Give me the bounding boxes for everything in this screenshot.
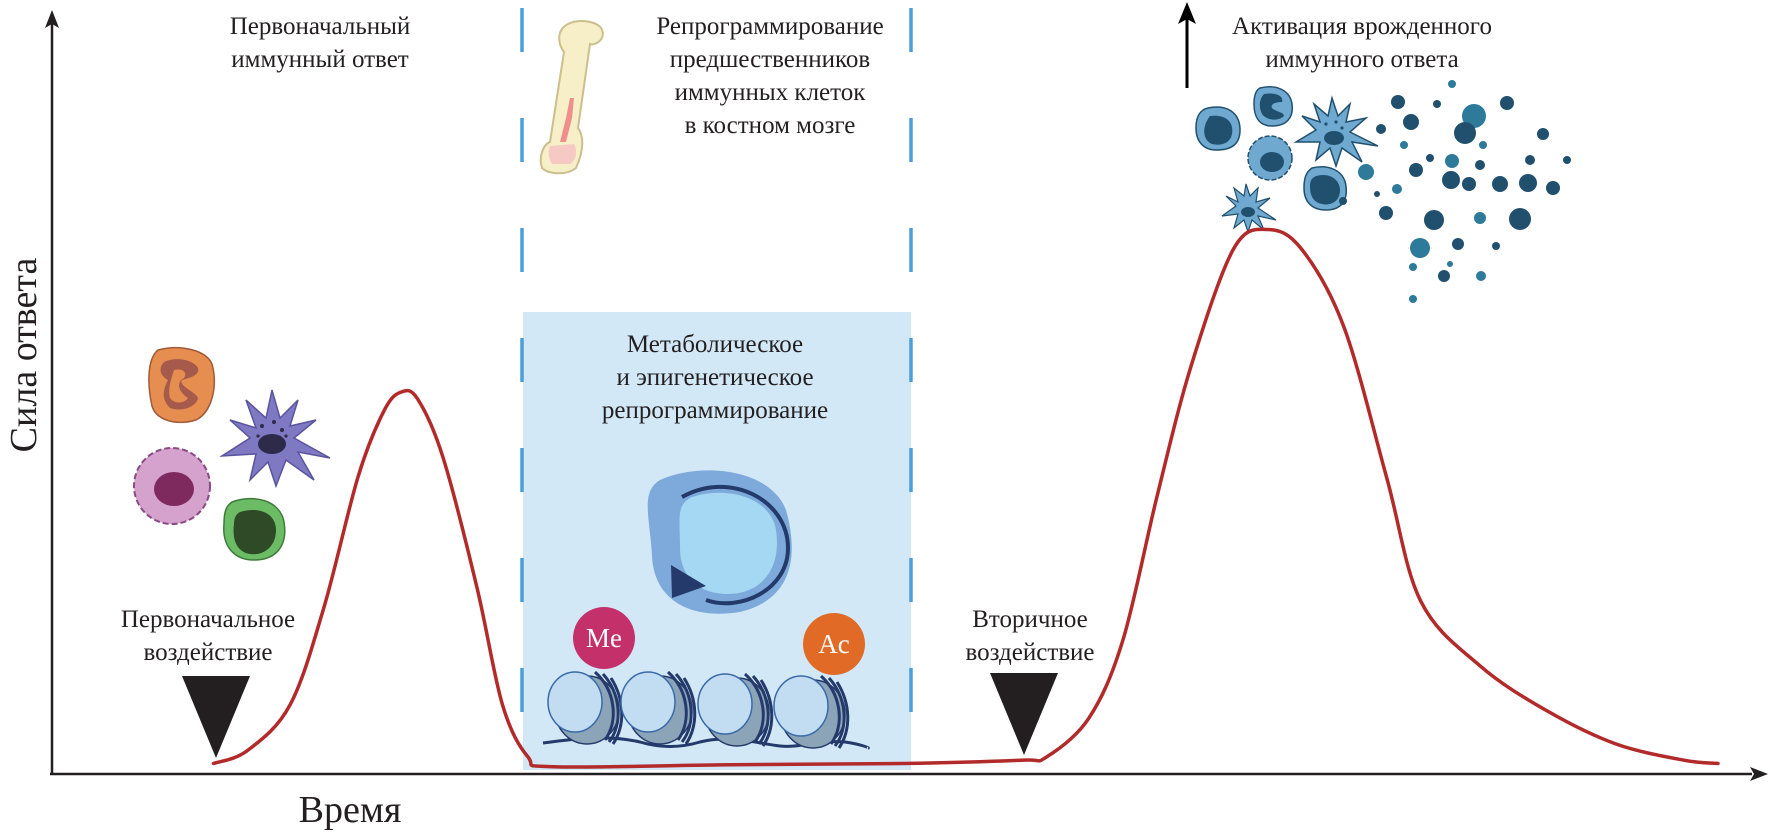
cytokine-dot <box>1525 155 1535 165</box>
acetylation-badge: Ac <box>803 613 865 675</box>
cytokine-dot <box>1519 174 1537 192</box>
cytokine-dot <box>1475 160 1485 170</box>
acetylation-label: Ac <box>818 629 849 659</box>
cytokine-dot <box>1374 191 1380 197</box>
cytokine-dot <box>1426 154 1434 162</box>
initial-immune-response-label: Первоначальный иммунный ответ <box>229 13 411 73</box>
initial-trigger-marker <box>182 676 250 758</box>
x-axis <box>50 767 1768 781</box>
y-axis-arrowhead <box>45 10 59 28</box>
activation-up-arrow <box>1178 2 1196 88</box>
cytokine-dot <box>1563 156 1571 164</box>
nucleosome <box>697 672 774 747</box>
cytokine-dot <box>1400 141 1408 149</box>
cytokine-cluster <box>1339 80 1571 303</box>
activated-lymphocyte-icon <box>1303 166 1348 211</box>
cytokine-dot <box>1339 197 1347 205</box>
metabolic-epigenetic-reprogramming-label: Метаболическое и эпигенетическое репрогр… <box>601 331 829 424</box>
cytokine-dot <box>1500 96 1514 110</box>
cytokine-dot <box>1438 270 1450 282</box>
initial-trigger-label: Первоначальное воздействие <box>120 606 296 666</box>
cytokine-dot <box>1492 176 1508 192</box>
nucleosome-chain-icon <box>542 670 870 750</box>
cytokine-dot <box>1409 163 1423 177</box>
cytokine-dot <box>1442 171 1460 189</box>
cytokine-dot <box>1448 80 1456 88</box>
cytokine-dot <box>1376 124 1386 134</box>
basophil-icon <box>133 447 211 525</box>
cytokine-dot <box>1433 100 1441 108</box>
cytokine-dot <box>1391 95 1405 109</box>
cytokine-dot <box>1358 164 1374 180</box>
cytokine-dot <box>1492 242 1500 250</box>
activated-neutrophil-icon <box>1253 86 1294 127</box>
nucleosome <box>773 674 850 749</box>
x-axis-arrowhead <box>1750 767 1768 781</box>
cytokine-dot <box>1479 141 1487 149</box>
cytokine-dot <box>1462 104 1486 128</box>
activated-monocyte-icon <box>1195 106 1241 151</box>
secondary-trigger-label: Вторичное воздействие <box>965 606 1095 666</box>
cytokine-dot <box>1424 210 1444 230</box>
cytokine-dot <box>1447 261 1453 267</box>
lymphocyte-icon-green <box>223 497 286 561</box>
bone-icon <box>539 20 604 175</box>
bone-marrow-reprogramming-label: Репрограммирование предшественников имму… <box>656 13 884 139</box>
response-curve <box>211 227 1720 769</box>
cytokine-dot <box>1379 206 1393 220</box>
cytokine-dot <box>1454 122 1476 144</box>
cytokine-dot <box>1452 238 1464 250</box>
cytokine-dot <box>1546 181 1560 195</box>
innate-activation-label: Активация врожденного иммунного ответа <box>1232 13 1492 73</box>
dendritic-cell-icon <box>219 389 331 489</box>
cytokine-dot <box>1409 263 1417 271</box>
cytokine-dot <box>1410 238 1430 258</box>
activated-basophil-icon <box>1247 135 1293 181</box>
y-axis-label: Сила ответа <box>3 258 45 453</box>
nucleus-cycle-icon <box>647 470 792 614</box>
cytokine-dot <box>1445 154 1459 168</box>
y-axis <box>45 10 59 774</box>
neutrophil-icon <box>148 346 215 424</box>
cytokine-dot <box>1474 212 1486 224</box>
cytokine-dot <box>1392 184 1402 194</box>
secondary-trigger-marker <box>990 673 1058 755</box>
cytokine-dot <box>1537 128 1549 140</box>
methylation-label: Me <box>586 623 622 653</box>
cytokine-dot <box>1462 177 1476 191</box>
cytokine-dot <box>1409 295 1417 303</box>
cytokine-dot <box>1476 271 1486 281</box>
methylation-badge: Me <box>573 607 635 669</box>
activated-dendritic-cell-icon <box>1293 95 1379 169</box>
nucleosome <box>620 670 697 745</box>
cytokine-dot <box>1403 114 1419 130</box>
activated-small-dendritic-cell-icon <box>1221 183 1277 234</box>
x-axis-label: Время <box>299 789 402 831</box>
nucleosome <box>547 670 624 745</box>
cytokine-dot <box>1509 208 1531 230</box>
